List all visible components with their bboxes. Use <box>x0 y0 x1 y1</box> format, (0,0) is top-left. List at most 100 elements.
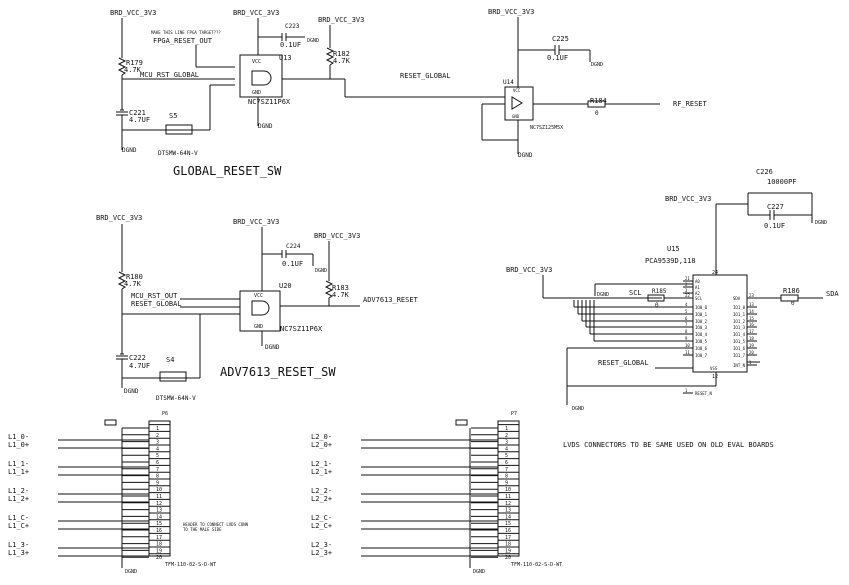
vcc-label-r183: BRD_VCC_3V3 <box>314 232 360 240</box>
u15-right-pins: 23SDA13IO1_014IO1_115IO1_216IO1_317IO1_4… <box>733 293 757 368</box>
ref-r185: R185 <box>652 288 667 295</box>
val-s4: DTSMW-64N-V <box>156 395 196 402</box>
net-reset-global: RESET_GLOBAL <box>400 72 451 80</box>
vcc-label-u14: BRD_VCC_3V3 <box>488 8 534 16</box>
connector-pin-number: 3 <box>156 440 159 446</box>
u15-pin-label: A2 <box>695 291 700 296</box>
gnd-label-p7: DGND <box>473 569 485 575</box>
ref-u15: U15 <box>667 245 680 253</box>
ref-r182: R182 <box>333 50 350 58</box>
lvds-signal-label: L2_1+ <box>311 468 332 476</box>
connector-pin-number: 13 <box>156 508 162 514</box>
connector-pin-number: 20 <box>156 555 162 561</box>
resistor-r180 <box>117 271 127 290</box>
lvds-signal-label: L2_C+ <box>311 522 332 530</box>
u15-pin-number: 7 <box>685 322 688 327</box>
u15-vss-label: VSS <box>710 366 718 371</box>
ref-c227: C227 <box>767 203 784 211</box>
connector-pin-number: 3 <box>505 440 508 446</box>
no-connect-flag-p6 <box>104 419 117 426</box>
ref-s4: S4 <box>166 356 174 364</box>
val-c222: 4.7UF <box>129 362 150 370</box>
u15-pin-label: IO1_1 <box>733 312 746 317</box>
gnd-label-c225: DGND <box>591 62 603 68</box>
connector-pin-number: 18 <box>156 542 162 548</box>
lvds-left-labels: L1_0-L1_0+L1_1-L1_1+L1_2-L1_2+L1_C-L1_C+… <box>8 433 149 557</box>
connector-pin-number: 11 <box>156 494 162 500</box>
lvds-signal-label: L2_0- <box>311 433 332 441</box>
lvds-signal-label: L2_2- <box>311 487 332 495</box>
connector-pin-number: 12 <box>156 501 162 507</box>
u15-pin-number: 17 <box>749 329 754 334</box>
val-r180: 4.7K <box>124 280 142 288</box>
val-c225: 0.1UF <box>547 54 568 62</box>
connector-pin-number: 4 <box>156 446 159 452</box>
lvds-signal-label: L1_3+ <box>8 549 29 557</box>
val-u15: PCA9539D,118 <box>645 257 696 265</box>
connector-pin-number: 14 <box>156 514 162 520</box>
u15-pin-label: IO0_4 <box>695 332 708 337</box>
u15-pin-label: IO0_6 <box>695 346 708 351</box>
lvds-signal-label: L1_2- <box>8 487 29 495</box>
val-c227: 0.1UF <box>764 222 785 230</box>
val-u14: NC7SZ125M5X <box>530 125 563 131</box>
ref-c224: C224 <box>286 243 301 250</box>
resistor-r186 <box>780 294 799 302</box>
val-u13: NC7SZ11P6X <box>248 98 291 106</box>
connector-pin-number: 7 <box>156 467 159 473</box>
connector-pin-number: 1 <box>156 426 159 432</box>
net-reset-global-adv: RESET_GLOBAL <box>131 300 182 308</box>
u15-pin-label: IO1_7 <box>733 353 746 358</box>
u15-pin-number: 11 <box>685 350 690 355</box>
connector-pin-number: 1 <box>505 426 508 432</box>
u15-pin-label: IO0_0 <box>695 305 708 310</box>
u15-pin-number: 5 <box>685 309 688 314</box>
vcc-label-u15: BRD_VCC_3V3 <box>665 195 711 203</box>
connector-pin-number: 2 <box>505 433 508 439</box>
ref-c226: C226 <box>756 168 773 176</box>
lvds-signal-label: L1_0+ <box>8 441 29 449</box>
vcc-label-u13: BRD_VCC_3V3 <box>233 9 279 17</box>
u14-gnd-pin: GND <box>512 114 520 119</box>
ref-s5: S5 <box>169 112 177 120</box>
connector-p6-body <box>148 420 171 557</box>
u15-pin-number: 8 <box>685 329 688 334</box>
val-u20: NC7SZ11P6X <box>280 325 323 333</box>
u15-pin-label: INT_N <box>733 363 746 368</box>
ref-r186: R186 <box>783 287 800 295</box>
u15-pin-label: IO1_0 <box>733 305 746 310</box>
ref-u13: U13 <box>279 54 292 62</box>
connector-pin-number: 5 <box>505 453 508 459</box>
conn-note-1: HEADER TO CONNECT LVDS CONN <box>183 522 249 527</box>
buffer-gate-u14 <box>511 96 523 110</box>
val-c224: 0.1UF <box>282 260 303 268</box>
vcc-label-u20: BRD_VCC_3V3 <box>233 218 279 226</box>
val-p7: TFM-110-02-S-D-WT <box>511 562 562 568</box>
and-gate-u20 <box>251 300 270 316</box>
u15-pin-number: 21 <box>685 276 690 281</box>
connector-pin-number: 14 <box>505 514 511 520</box>
ref-c221: C221 <box>129 109 146 117</box>
net-reset-global-u15: RESET_GLOBAL <box>598 359 649 367</box>
connector-pin-number: 6 <box>505 460 508 466</box>
gnd-label-u20: DGND <box>265 344 280 351</box>
val-r179: 4.7K <box>124 66 142 74</box>
u15-pin-label: SCL <box>695 296 703 301</box>
u15-pin-number: 6 <box>685 316 688 321</box>
u15-pin-label: IO1_2 <box>733 319 746 324</box>
adv-reset-section: BRD_VCC_3V3 R180 4.7K MCU_RST_OUT RESET_… <box>96 214 419 402</box>
val-s5: DTSMW-64N-V <box>158 150 198 157</box>
ref-c225: C225 <box>552 35 569 43</box>
io-expander-section: C226 10000PF BRD_VCC_3V3 C227 0.1UF DGND… <box>506 168 839 412</box>
gnd-label-c227: DGND <box>815 220 827 226</box>
u15-pin-label: IO0_2 <box>695 319 708 324</box>
net-scl: SCL <box>629 289 642 297</box>
resistor-r179 <box>117 57 127 76</box>
title-global-reset-sw: GLOBAL_RESET_SW <box>173 164 282 178</box>
connector-pin-number: 19 <box>156 548 162 554</box>
u15-pin-label: A0 <box>695 279 700 284</box>
connector-pin-number: 8 <box>505 474 508 480</box>
connector-pin-number: 16 <box>156 528 162 534</box>
val-r183: 4.7K <box>332 291 350 299</box>
